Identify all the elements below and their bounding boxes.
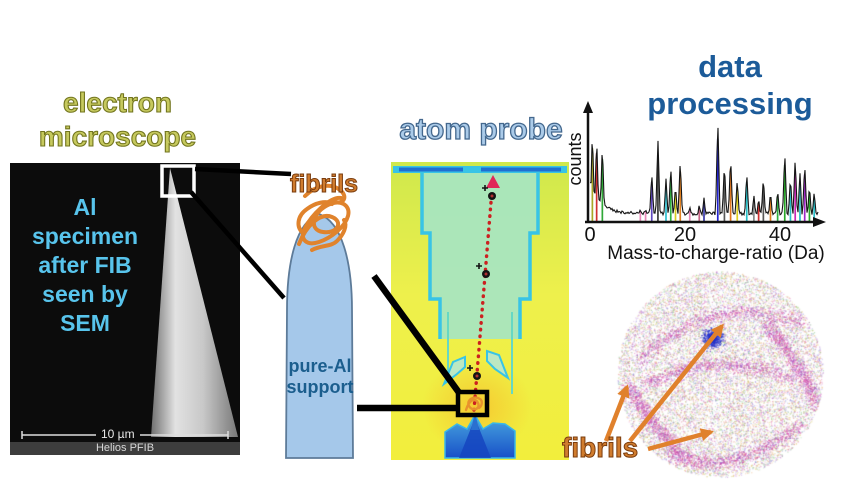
data-processing-label-line2: processing xyxy=(647,86,813,121)
x-tick-20: 20 xyxy=(673,224,697,246)
sem-caption-line: SEM xyxy=(60,310,110,336)
ion-plus-sign xyxy=(482,185,488,191)
support-label: pure-Al support xyxy=(284,356,356,398)
sim-electrode-wall-right xyxy=(518,173,540,339)
fib-needle-cone xyxy=(151,168,238,437)
x-tick-0: 0 xyxy=(584,224,596,246)
x-axis-arrowhead xyxy=(813,217,826,227)
ion-dot-core xyxy=(484,272,488,276)
pure-al-support-shape xyxy=(285,213,354,459)
y-axis-arrowhead xyxy=(583,101,593,113)
specimen-mount-core xyxy=(459,418,491,458)
fibrils-scribble-stroke xyxy=(297,195,351,246)
sem-caption: Al specimen after FIB seen by SEM xyxy=(10,193,160,338)
ion-dot-core xyxy=(490,194,494,198)
instrument-label: Helios PFIB xyxy=(10,442,240,455)
fibrils-label-bottom: fibrils xyxy=(562,432,639,464)
atom-probe-simulation xyxy=(391,162,569,460)
sem-caption-line: Al xyxy=(73,194,97,220)
sim-detector-segment xyxy=(399,167,463,172)
trajectory-arrowhead xyxy=(486,175,500,188)
x-axis-label: Mass-to-charge-ratio (Da) xyxy=(607,243,825,264)
sem-caption-line: specimen xyxy=(31,223,139,249)
electron-microscope-label: electron microscope xyxy=(5,86,230,154)
spectrum-trace-group xyxy=(589,127,819,222)
y-axis-label: counts xyxy=(565,132,585,186)
sem-image-panel: Al specimen after FIB seen by SEM 10 µm … xyxy=(10,163,240,455)
scale-bar-label: 10 µm xyxy=(96,427,140,441)
sim-detector-segment xyxy=(481,167,561,172)
x-tick-40: 40 xyxy=(768,224,792,246)
ion-plus-sign xyxy=(467,365,473,371)
data-processing-label: data processing xyxy=(605,48,848,122)
fibrils-scribble-stroke xyxy=(310,218,348,252)
fibrils-label-top: fibrils xyxy=(290,170,359,199)
support-label-line1: pure-Al xyxy=(288,356,352,376)
sim-detector-bar xyxy=(393,166,567,173)
support-label-line2: support xyxy=(286,377,354,397)
sem-caption-line: after FIB xyxy=(38,252,132,278)
mass-spectrum-plot xyxy=(583,101,826,227)
ion-dot-core xyxy=(475,374,479,378)
ion-markers xyxy=(467,185,496,380)
spectrum-trace xyxy=(589,127,819,217)
specimen-tip xyxy=(471,412,479,430)
data-processing-label-line1: data xyxy=(698,49,762,84)
fibrils-scribble-stroke xyxy=(296,200,334,235)
atom-probe-label: atom probe xyxy=(399,112,564,146)
ion-plus-sign xyxy=(476,263,482,269)
electron-microscope-label-line1: electron xyxy=(62,86,172,118)
electron-microscope-label-line2: microscope xyxy=(38,120,197,152)
sim-local-electrode-right xyxy=(486,349,511,381)
sem-caption-line: seen by xyxy=(42,281,128,307)
